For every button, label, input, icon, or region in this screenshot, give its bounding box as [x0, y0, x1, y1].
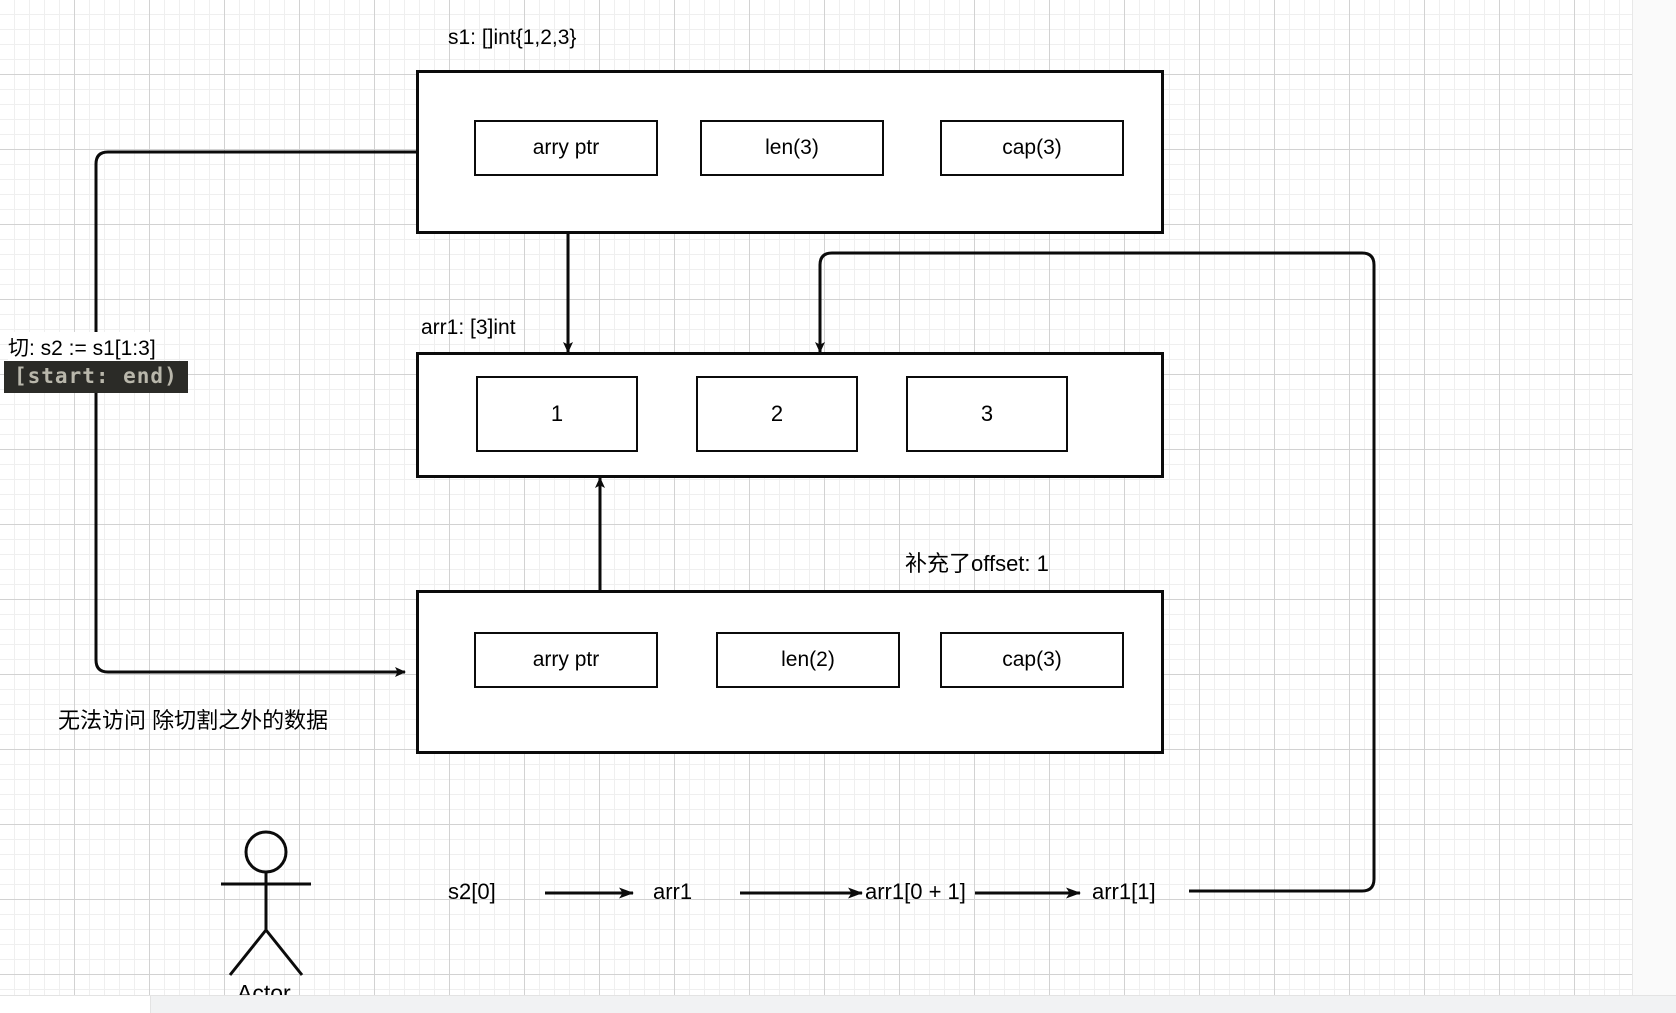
arr1-cell-2[interactable]: 3: [906, 376, 1068, 452]
bottom-gutter: [0, 995, 1676, 1013]
arr1-cell-1[interactable]: 2: [696, 376, 858, 452]
s2-field-len[interactable]: len(2): [716, 632, 900, 688]
arr1-array-title: arr1: [3]int: [421, 316, 516, 339]
wire-s1-to-s2: [94, 150, 416, 677]
s2-field-cap[interactable]: cap(3): [940, 632, 1124, 688]
slice-expression-label: 切: s2 := s1[1:3]: [8, 332, 156, 362]
slice-range-code-highlight: [start: end): [4, 361, 188, 393]
s1-field-cap[interactable]: cap(3): [940, 120, 1124, 176]
right-gutter: [1632, 0, 1676, 1012]
s2-field-arry-ptr[interactable]: arry ptr: [474, 632, 658, 688]
s2-offset-note: 补充了offset: 1: [905, 551, 1049, 576]
arr1-cell-0[interactable]: 1: [476, 376, 638, 452]
bottom-gutter-corner: [0, 995, 151, 1013]
wire-arr1idx-bus: [815, 251, 1376, 893]
flow-step-s2-0: s2[0]: [448, 879, 496, 904]
flow-step-arr1-1: arr1[1]: [1092, 879, 1156, 904]
s1-field-len[interactable]: len(3): [700, 120, 884, 176]
flow-step-arr1-0-plus-1: arr1[0 + 1]: [865, 879, 966, 904]
no-access-note: 无法访问 除切割之外的数据: [58, 708, 329, 733]
s1-struct-title: s1: []int{1,2,3}: [448, 26, 577, 49]
actor-stick-figure-icon: [221, 830, 311, 976]
flow-step-arr1: arr1: [653, 879, 693, 904]
s1-field-arry-ptr[interactable]: arry ptr: [474, 120, 658, 176]
